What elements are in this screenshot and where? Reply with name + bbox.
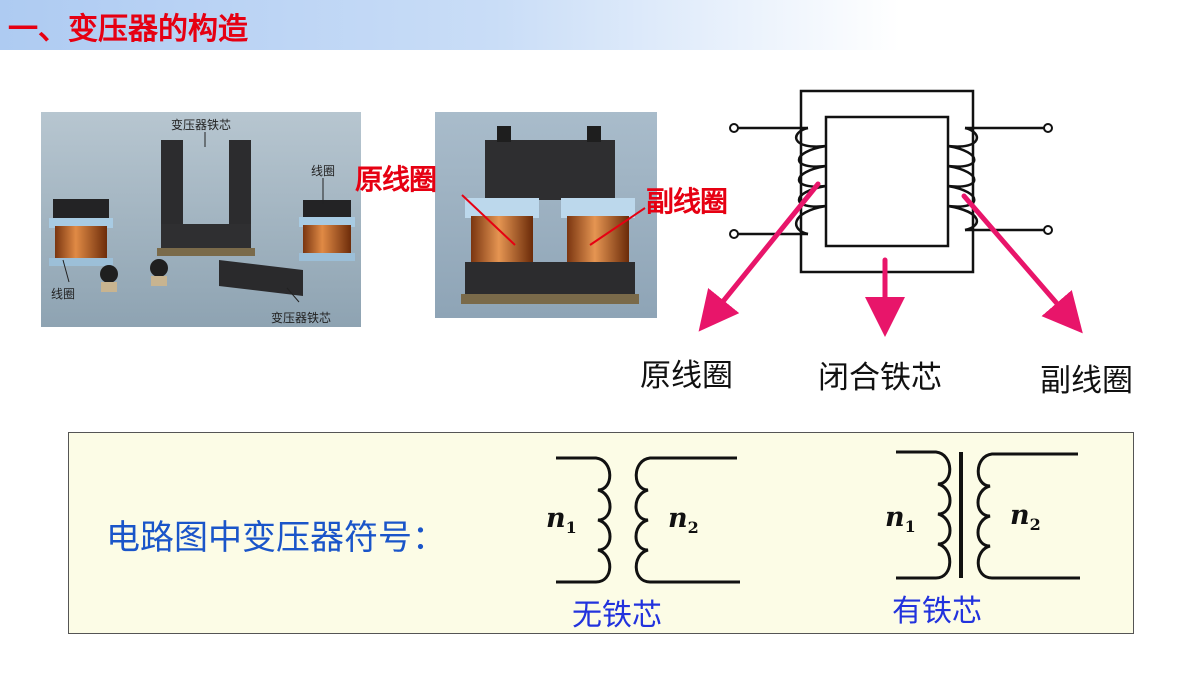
- symbol-no-core-primary: [556, 456, 612, 584]
- page-title: 一、变压器的构造: [8, 12, 248, 47]
- diagram-closed-core-label: 闭合铁芯: [818, 360, 942, 396]
- symbol-core-n1: n1: [885, 502, 916, 536]
- caption-with-core: 有铁芯: [892, 594, 982, 629]
- circuit-symbol-panel: [68, 432, 1134, 634]
- photo-disassembled-transformer: 变压器铁芯 线圈 线圈 变压器铁芯: [41, 112, 361, 327]
- diagram-primary-coil-label: 原线圈: [640, 358, 733, 394]
- photo-primary-coil-label: 原线圈: [355, 163, 437, 196]
- label-core-top: 变压器铁芯: [171, 117, 231, 132]
- label-core-bottom: 变压器铁芯: [271, 310, 331, 325]
- symbol-no-core-secondary: [634, 456, 740, 584]
- symbol-no-core-n2: n2: [668, 503, 699, 537]
- photo-assembled-transformer: [435, 112, 657, 318]
- symbol-core-n2: n2: [1010, 500, 1041, 534]
- label-coil-right: 线圈: [311, 164, 335, 178]
- photo-secondary-coil-label: 副线圈: [646, 185, 728, 218]
- caption-without-core: 无铁芯: [572, 598, 662, 633]
- label-coil-left: 线圈: [51, 287, 75, 301]
- symbol-no-core-n1: n1: [546, 503, 577, 537]
- title-bar: 一、变压器的构造: [0, 0, 900, 50]
- symbol-core-primary: [896, 450, 952, 580]
- circuit-symbol-heading: 电路图中变压器符号：: [106, 518, 446, 558]
- symbol-core-secondary: [976, 452, 1080, 580]
- diagram-secondary-coil-label: 副线圈: [1040, 363, 1133, 399]
